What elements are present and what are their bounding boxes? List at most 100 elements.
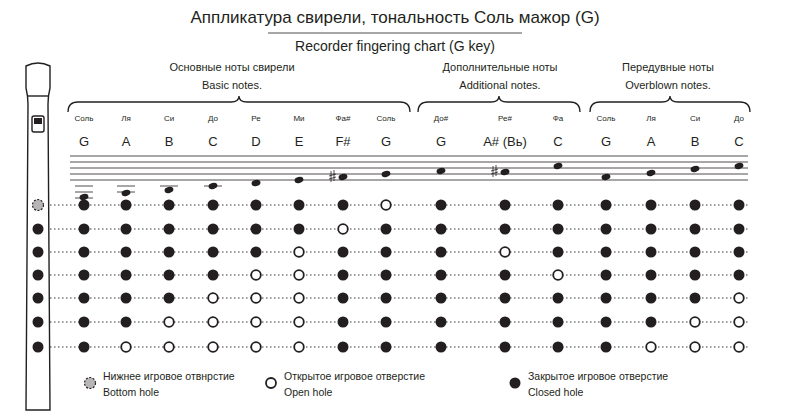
closed-hole xyxy=(251,247,262,258)
group-heading: Передувные ноты xyxy=(622,62,714,73)
legend-text-en: Open hole xyxy=(284,387,332,398)
closed-hole xyxy=(690,293,701,304)
note-name-ru: До# xyxy=(434,115,448,123)
closed-hole xyxy=(690,270,701,281)
ledger-line xyxy=(75,186,93,187)
recorder-window xyxy=(32,116,44,132)
open-hole xyxy=(208,293,218,303)
closed-hole xyxy=(381,270,392,281)
recorder-window-edge xyxy=(34,118,42,124)
closed-hole xyxy=(436,224,447,235)
note-name-ru: Ре# xyxy=(498,115,512,123)
group-heading: Overblown notes. xyxy=(625,80,711,91)
recorder-joint xyxy=(28,95,48,96)
closed-hole xyxy=(381,293,392,304)
open-hole xyxy=(294,342,304,352)
note-letter: C xyxy=(208,135,217,148)
note-head xyxy=(436,167,446,175)
finger-hole xyxy=(33,270,44,281)
open-hole xyxy=(251,270,261,280)
closed-hole xyxy=(79,342,90,353)
closed-hole xyxy=(646,247,657,258)
note-head xyxy=(164,186,174,194)
legend-text: Открытое игровое отверстие xyxy=(284,371,425,382)
closed-hole xyxy=(500,293,511,304)
closed-hole xyxy=(164,247,175,258)
staff-line xyxy=(70,162,748,163)
row-guide xyxy=(50,322,750,323)
row-guide xyxy=(50,205,750,206)
row-guide xyxy=(50,347,750,348)
note-letter: D xyxy=(251,135,260,148)
curly-brace xyxy=(590,96,750,112)
closed-hole xyxy=(381,342,392,353)
row-guide xyxy=(50,275,750,276)
group-heading: Basic notes. xyxy=(202,80,262,91)
open-hole xyxy=(251,342,261,352)
closed-hole xyxy=(381,317,392,328)
closed-hole xyxy=(500,342,511,353)
finger-hole xyxy=(33,317,44,328)
closed-hole xyxy=(251,224,262,235)
closed-hole xyxy=(436,342,447,353)
note-letter: G xyxy=(381,135,391,148)
note-head xyxy=(601,173,611,181)
note-name-ru: Ля xyxy=(121,115,131,123)
note-letter: G xyxy=(601,135,611,148)
note-letter: C xyxy=(734,135,743,148)
closed-hole xyxy=(121,247,132,258)
open-hole xyxy=(381,200,391,210)
closed-hole xyxy=(601,293,612,304)
closed-hole xyxy=(164,270,175,281)
note-letter: G xyxy=(79,135,89,148)
group-heading: Основные ноты свирели xyxy=(169,62,294,73)
bottom-hole-sample xyxy=(85,378,96,389)
closed-hole xyxy=(79,247,90,258)
note-letter: A xyxy=(647,135,656,148)
note-letter: C xyxy=(553,135,562,148)
closed-hole xyxy=(553,224,564,235)
closed-hole xyxy=(646,317,657,328)
closed-hole xyxy=(208,224,219,235)
closed-hole xyxy=(121,317,132,328)
title-rule xyxy=(268,33,522,34)
closed-hole xyxy=(690,200,701,211)
closed-hole xyxy=(121,270,132,281)
staff-line xyxy=(70,174,748,175)
closed-hole xyxy=(436,200,447,211)
closed-hole xyxy=(79,200,90,211)
note-name-ru: Ре xyxy=(251,115,260,123)
sharp-sign xyxy=(491,165,498,177)
open-hole xyxy=(734,317,744,327)
closed-hole xyxy=(79,270,90,281)
closed-hole xyxy=(79,317,90,328)
note-head xyxy=(734,162,744,170)
curly-brace xyxy=(68,96,410,112)
open-hole xyxy=(121,342,131,352)
note-head xyxy=(381,170,391,178)
closed-hole xyxy=(338,293,349,304)
note-head xyxy=(208,182,218,190)
open-hole xyxy=(294,270,304,280)
note-name-ru: Си xyxy=(690,115,700,123)
legend-text: Закрытое игровое отверстие xyxy=(528,371,668,382)
ledger-line xyxy=(75,192,93,193)
closed-hole xyxy=(553,342,564,353)
note-letter: G xyxy=(436,135,446,148)
open-hole xyxy=(734,293,744,303)
finger-hole xyxy=(33,224,44,235)
legend-text-en: Bottom hole xyxy=(103,387,159,398)
note-name-ru: Соль xyxy=(75,115,94,123)
closed-hole xyxy=(553,200,564,211)
note-letter: B xyxy=(691,135,700,148)
open-hole xyxy=(294,293,304,303)
closed-hole xyxy=(734,270,745,281)
music-staff xyxy=(70,156,748,201)
note-name-ru: Ля xyxy=(646,115,656,123)
finger-hole xyxy=(33,342,44,353)
closed-hole xyxy=(79,224,90,235)
note-head xyxy=(251,179,261,187)
recorder-body xyxy=(26,63,50,410)
closed-hole xyxy=(553,247,564,258)
closed-hole xyxy=(294,200,305,211)
